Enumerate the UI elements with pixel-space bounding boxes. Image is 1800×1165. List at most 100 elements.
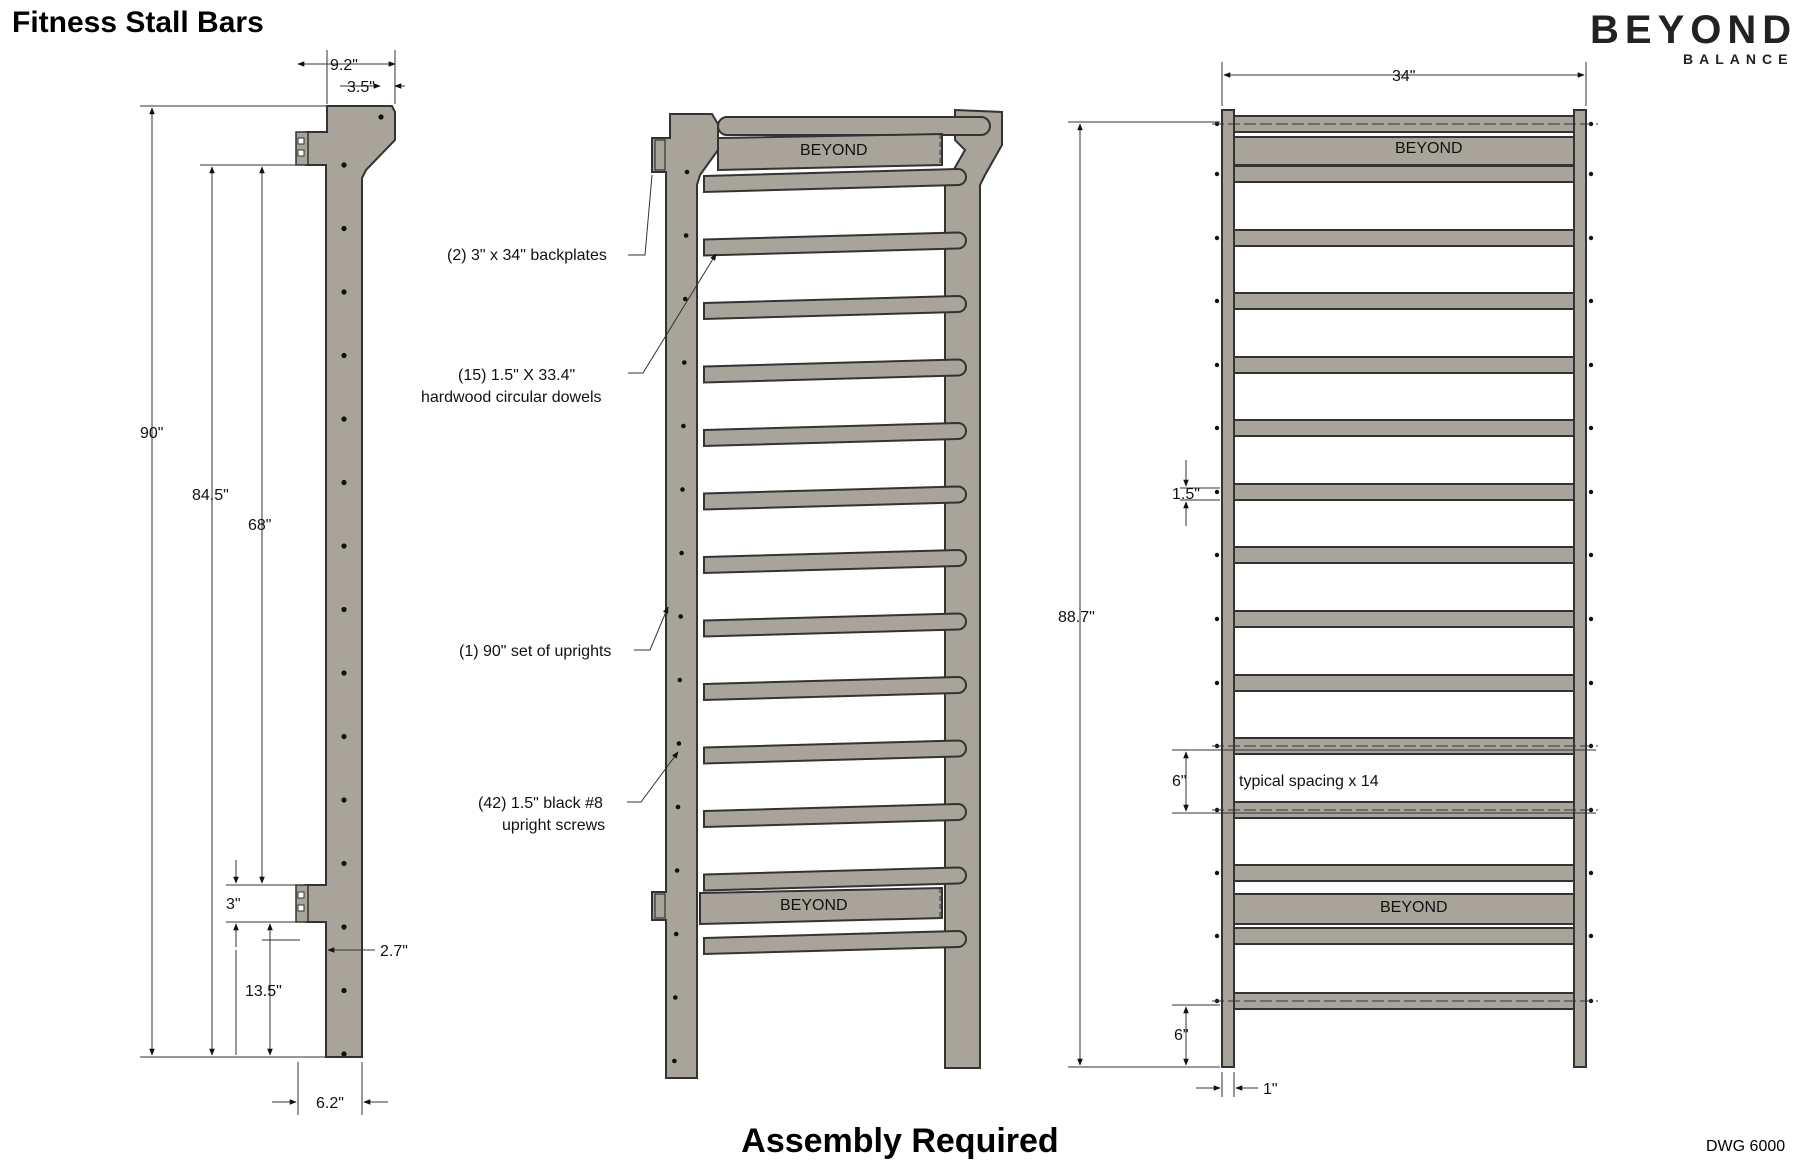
- callout-backplates: (2) 3" x 34" backplates: [447, 247, 607, 264]
- side-hole: [341, 860, 347, 867]
- front-screw: [1588, 425, 1594, 431]
- page-title: Fitness Stall Bars: [12, 6, 264, 39]
- callout-screws-1: (42) 1.5" black #8: [478, 795, 603, 812]
- iso-dowel: [703, 802, 967, 829]
- dim-bottom-gap: 6": [1174, 1027, 1189, 1044]
- side-hole: [341, 1051, 347, 1057]
- side-hole: [341, 479, 347, 486]
- dim-post: 1": [1263, 1081, 1278, 1098]
- front-screw: [1214, 552, 1220, 558]
- front-screw: [1214, 171, 1220, 177]
- front-right-post: [1573, 109, 1587, 1068]
- front-screw: [1588, 489, 1594, 495]
- iso-screw-holes: [672, 169, 690, 1064]
- front-top-plate-mark: BEYOND: [1395, 140, 1463, 157]
- logo-word: BEYOND: [1590, 8, 1798, 52]
- iso-dowel: [703, 485, 967, 511]
- front-screw: [1214, 933, 1220, 939]
- iso-hole: [673, 995, 678, 1000]
- front-screw: [1588, 298, 1594, 304]
- side-hole: [341, 797, 347, 803]
- iso-left-upright: [651, 113, 719, 1079]
- side-hole: [341, 352, 347, 359]
- front-screw: [1214, 298, 1220, 304]
- dim-front-height: 88.7": [1058, 609, 1095, 626]
- front-left-post: [1221, 109, 1235, 1068]
- iso-dowel: [703, 675, 967, 702]
- front-dowel: [1233, 483, 1575, 501]
- iso-top-dowel: [717, 116, 991, 136]
- iso-hole: [674, 868, 680, 873]
- dim-upper-span: 84.5": [192, 487, 229, 504]
- iso-hole: [673, 931, 679, 937]
- iso-hole: [676, 741, 682, 746]
- front-dowel: [1233, 165, 1575, 183]
- front-screw: [1214, 680, 1220, 686]
- front-screw: [1588, 680, 1594, 686]
- front-view: BEYOND BEYOND 34" 88.7" 1.5" 6" typical …: [1058, 62, 1598, 1098]
- front-bottom-plate-mark: BEYOND: [1380, 899, 1448, 916]
- logo-sub: BALANCE: [1683, 51, 1794, 67]
- side-screw-holes: [341, 114, 384, 1057]
- iso-top-backplate: [717, 132, 943, 172]
- front-screw: [1214, 362, 1220, 368]
- side-hole: [341, 987, 347, 994]
- iso-dowel: [703, 231, 967, 257]
- drawing-number: DWG 6000: [1706, 1138, 1786, 1155]
- dim-front-width: 34": [1392, 68, 1415, 85]
- iso-dowel: [703, 929, 967, 956]
- dim-top-width: 9.2": [330, 57, 358, 74]
- dim-backplate-height: 3": [226, 896, 241, 913]
- side-hole: [341, 416, 347, 422]
- front-dowel: [1233, 419, 1575, 437]
- iso-right-upright: [944, 108, 1003, 1069]
- brand-logo: BEYOND BALANCE: [1590, 8, 1794, 68]
- iso-dowel: [703, 612, 967, 638]
- iso-hole: [682, 296, 688, 302]
- side-hole: [341, 162, 347, 168]
- iso-dowel: [703, 548, 967, 575]
- side-bottom-bracket: [295, 884, 309, 923]
- side-hole: [341, 543, 347, 549]
- front-dowel: [1233, 864, 1575, 882]
- front-dowel: [1233, 292, 1575, 310]
- dim-depth: 2.7": [380, 943, 408, 960]
- front-bottom-backplate: [1233, 893, 1575, 925]
- dim-backplate-span: 68": [248, 517, 271, 534]
- footer-note: Assembly Required: [741, 1122, 1059, 1160]
- front-screw: [1588, 235, 1594, 241]
- iso-dowel: [703, 866, 967, 892]
- dim-base-width: 6.2": [316, 1095, 344, 1112]
- callout-screws-2: upright screws: [502, 817, 605, 834]
- iso-dowels: [703, 167, 967, 956]
- front-screw: [1588, 870, 1594, 876]
- iso-bottom-plate-mark: BEYOND: [780, 897, 848, 914]
- front-dowel: [1233, 610, 1575, 628]
- iso-hole: [683, 233, 689, 238]
- callout-uprights: (1) 90" set of uprights: [459, 643, 611, 660]
- iso-dowel: [703, 421, 967, 448]
- dim-overall-height: 90": [140, 425, 163, 442]
- iso-dowel: [703, 358, 967, 384]
- dim-spacing: 6": [1172, 773, 1187, 790]
- iso-hole: [678, 614, 683, 619]
- front-screw: [1214, 616, 1220, 622]
- iso-hole: [679, 550, 684, 556]
- front-screw: [1588, 171, 1594, 177]
- iso-hole: [684, 169, 690, 175]
- iso-top-plate-mark: BEYOND: [800, 142, 868, 159]
- dim-dowel-dia: 1.5": [1172, 486, 1200, 503]
- callout-dowels-1: (15) 1.5" X 33.4": [458, 367, 575, 384]
- side-hole: [341, 924, 347, 930]
- iso-bottom-backplate: [699, 886, 943, 926]
- spacing-note: typical spacing x 14: [1239, 773, 1379, 790]
- side-hole: [341, 606, 347, 613]
- side-hole: [341, 733, 347, 740]
- side-hole: [341, 670, 347, 676]
- front-dowel: [1233, 927, 1575, 945]
- front-dowel: [1233, 546, 1575, 564]
- front-top-backplate: [1233, 136, 1575, 166]
- front-screw: [1588, 933, 1594, 939]
- iso-view: BEYOND BEYOND (2) 3" x 34" backplates (1…: [421, 108, 1003, 1079]
- iso-dowel: [703, 167, 967, 194]
